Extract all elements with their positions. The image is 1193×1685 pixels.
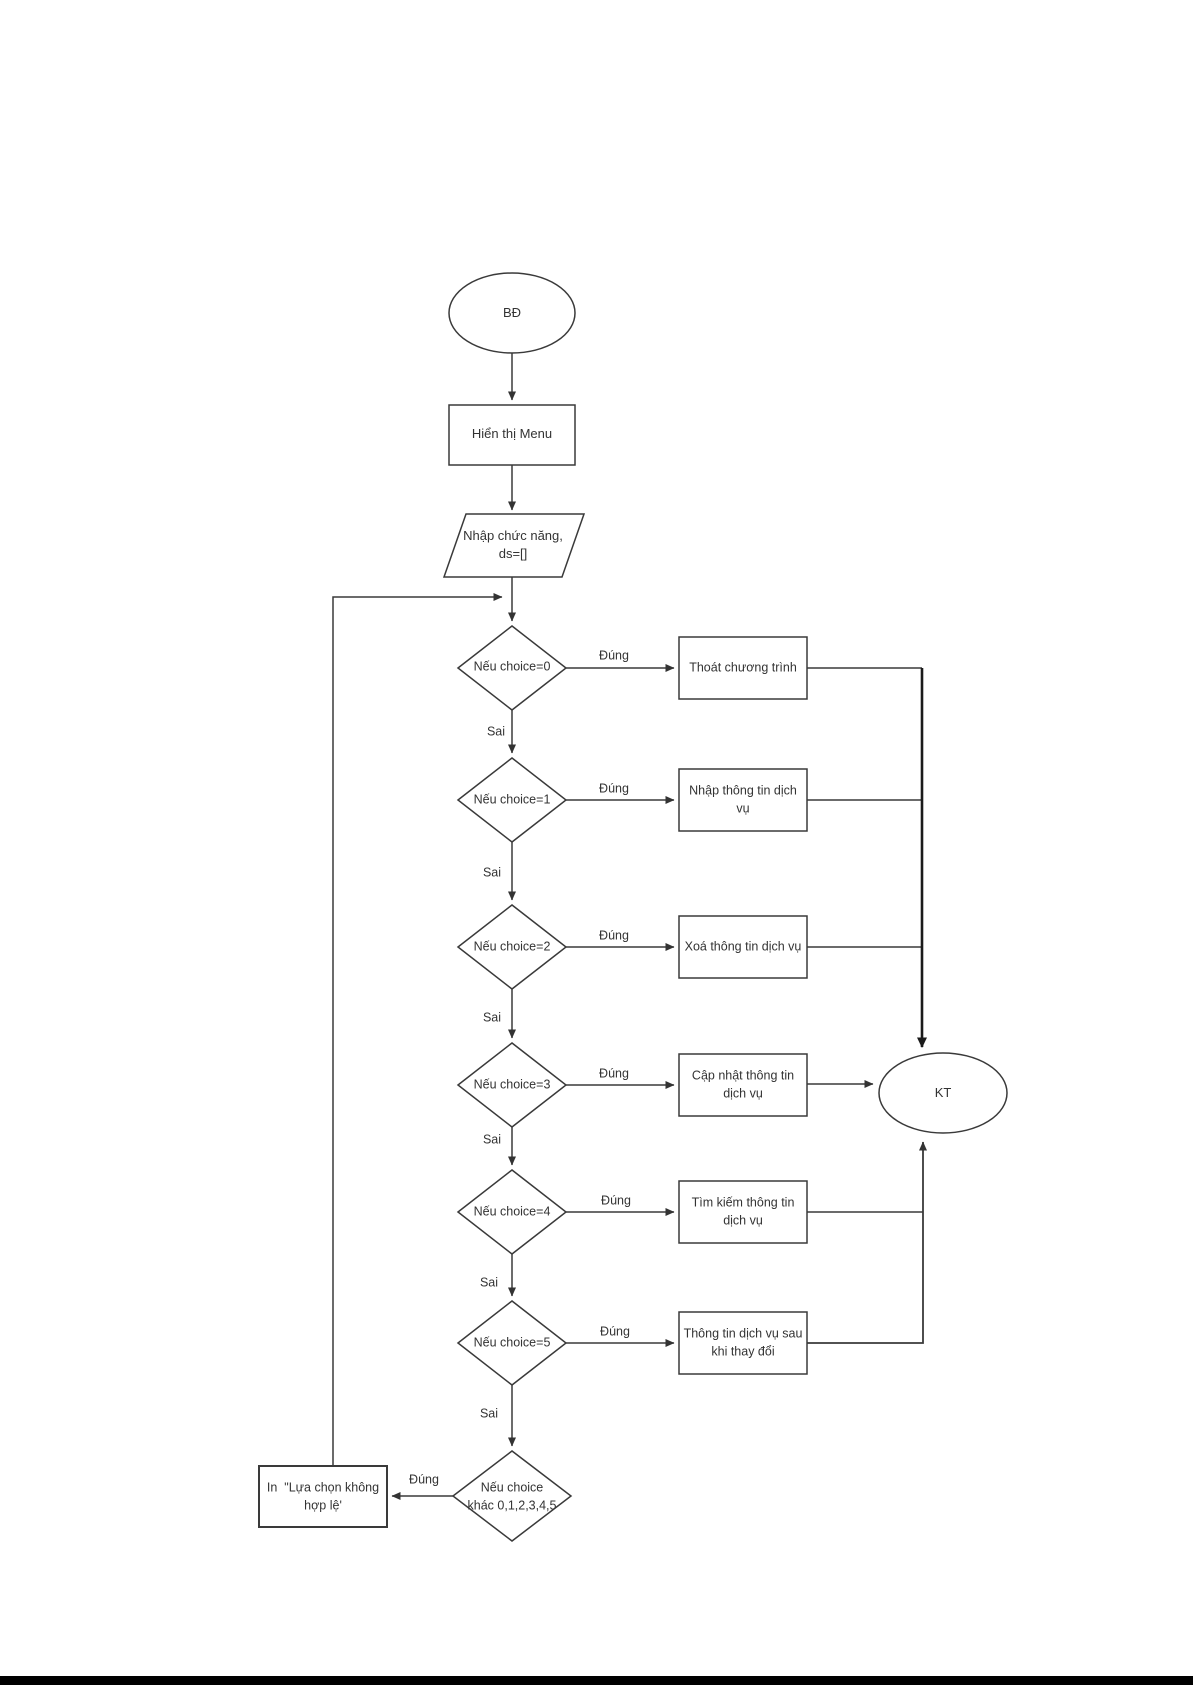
decision-3-label: Nếu choice=3 bbox=[473, 1077, 551, 1092]
edge-label-sai-1: Sai bbox=[482, 865, 502, 880]
start-label: BĐ bbox=[502, 304, 522, 320]
edge-label-sai-4: Sai bbox=[479, 1275, 499, 1290]
end-terminator-shape bbox=[878, 1052, 1008, 1134]
action-exit-shape bbox=[678, 636, 808, 700]
action-delete-shape bbox=[678, 915, 808, 979]
edge-label-dung-3: Đúng bbox=[599, 1066, 629, 1081]
process-menu-label: Hiển thị Menu bbox=[471, 425, 553, 441]
arrow-bottom-into-end bbox=[807, 1141, 927, 1344]
action-search-shape bbox=[678, 1180, 808, 1244]
action-exit-label: Thoát chương trình bbox=[689, 660, 797, 675]
edge-label-sai-5: Sai bbox=[479, 1406, 499, 1421]
edge-label-dung-0: Đúng bbox=[599, 648, 629, 663]
io-input-shape bbox=[442, 513, 586, 578]
action-show-shape bbox=[678, 1311, 808, 1375]
action-show-label: Thông tin dịch vụ sau khi thay đổi bbox=[683, 1326, 803, 1359]
output-invalid-shape bbox=[258, 1465, 388, 1528]
action-update-label: Cập nhật thông tin dịch vụ bbox=[691, 1068, 795, 1101]
action-delete-label: Xoá thông tin dịch vụ bbox=[684, 939, 802, 954]
decision-4-label: Nếu choice=4 bbox=[473, 1204, 551, 1219]
decision-choice-other-shape bbox=[451, 1450, 573, 1542]
action-add-label: Nhập thông tin dịch vụ bbox=[689, 783, 797, 816]
output-invalid-label: In "Lựa chọn không hợp lệ' bbox=[266, 1480, 380, 1513]
edge-label-dung-other: Đúng bbox=[409, 1472, 439, 1487]
edge-label-dung-4: Đúng bbox=[601, 1193, 631, 1208]
end-label: KT bbox=[934, 1084, 952, 1100]
bottom-border-bar bbox=[0, 1676, 1193, 1685]
edge-label-dung-5: Đúng bbox=[600, 1324, 630, 1339]
decision-2-label: Nếu choice=2 bbox=[473, 939, 551, 954]
edge-label-sai-2: Sai bbox=[482, 1010, 502, 1025]
edge-label-dung-2: Đúng bbox=[599, 928, 629, 943]
edge-label-dung-1: Đúng bbox=[599, 781, 629, 796]
decision-other-label: Nếu choice khác 0,1,2,3,4,5 bbox=[467, 1480, 557, 1513]
decision-5-label: Nếu choice=5 bbox=[473, 1335, 551, 1350]
io-input-label: Nhập chức năng, ds=[] bbox=[463, 527, 563, 561]
decision-1-label: Nếu choice=1 bbox=[473, 792, 551, 807]
edge-label-sai-0: Sai bbox=[486, 724, 506, 739]
edge-label-sai-3: Sai bbox=[482, 1132, 502, 1147]
action-add-shape bbox=[678, 768, 808, 832]
arrow-loopback bbox=[332, 593, 503, 1466]
process-display-menu-shape bbox=[448, 404, 576, 466]
action-update-shape bbox=[678, 1053, 808, 1117]
action-search-label: Tìm kiếm thông tin dịch vụ bbox=[691, 1195, 795, 1228]
decision-0-label: Nếu choice=0 bbox=[473, 659, 551, 674]
